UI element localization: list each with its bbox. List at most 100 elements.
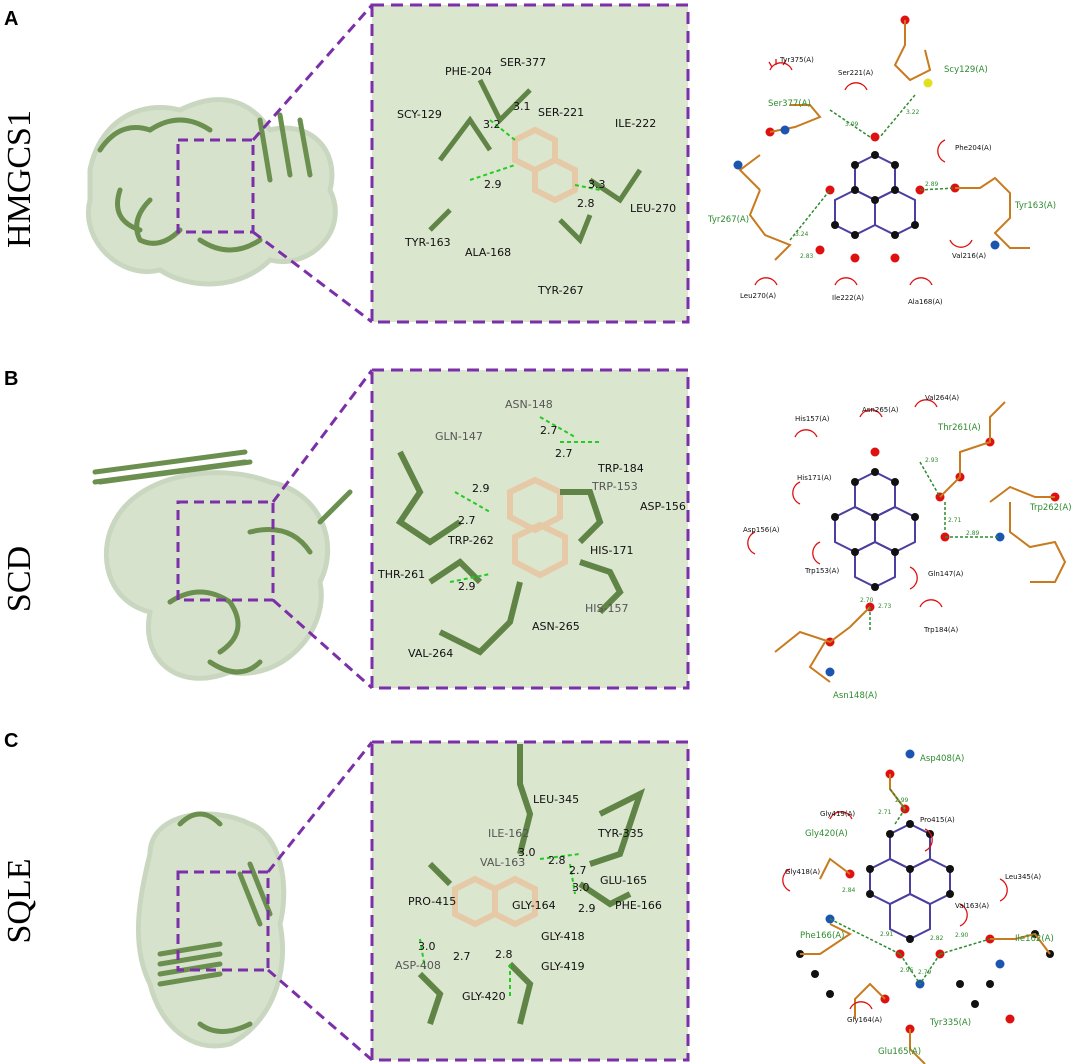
residue-label: TYR-267 (537, 284, 584, 297)
diagram-residue: Tyr375(A) (779, 56, 814, 64)
diagram-residue: Trp262(A) (1029, 503, 1072, 513)
diagram-residue: Gly420(A) (805, 829, 848, 839)
diagram-distance: 3.22 (906, 109, 920, 116)
diagram-distance: 2.91 (880, 931, 894, 938)
residue-label: VAL-264 (408, 647, 453, 660)
residue-label: TYR-335 (597, 827, 644, 840)
residue-label: TRP-184 (597, 462, 644, 475)
diagram-residue: Trp153(A) (804, 567, 839, 575)
diagram-distance: 2.82 (930, 935, 944, 942)
zoom-labels: PHE-204 SER-377 SCY-129 SER-221 ILE-222 … (397, 56, 676, 297)
diagram-residue: His171(A) (797, 474, 832, 482)
structure-overview (92, 368, 690, 690)
distance-label: 3.0 (518, 846, 536, 859)
residue-label: SER-221 (538, 106, 584, 119)
diagram-residue: Val163(A) (955, 902, 989, 910)
distance-label: 2.7 (540, 424, 558, 437)
distance-label: 2.7 (458, 514, 476, 527)
interaction-diagram: Asp408(A) Gly420(A) Phe166(A) Ile162(A) … (782, 749, 1054, 1064)
diagram-residue: Tyr335(A) (929, 1018, 971, 1028)
residue-label: ASN-265 (532, 620, 580, 633)
residue-label: ASP-408 (395, 959, 441, 972)
diagram-residue: Ile162(A) (1015, 934, 1054, 944)
diagram-distance: 2.73 (878, 603, 892, 610)
interaction-diagram: Scy129(A) Ser377(A) Tyr267(A) Tyr163(A) … (707, 15, 1056, 306)
diagram-distance: 3.24 (795, 231, 809, 238)
diagram-residue: Gly164(A) (847, 1016, 882, 1024)
structure-overview (86, 3, 690, 324)
residue-label: TRP-262 (447, 534, 494, 547)
diagram-distance: 2.83 (800, 253, 814, 260)
diagram-residue: Ala168(A) (908, 298, 943, 306)
residue-label: ALA-168 (465, 246, 511, 259)
residue-label: GLN-147 (435, 430, 483, 443)
distance-label: 2.9 (578, 902, 596, 915)
diagram-residue: Ser221(A) (838, 69, 874, 77)
diagram-residue: Asn148(A) (833, 691, 877, 701)
distance-label: 2.9 (458, 580, 476, 593)
diagram-residue: Pro415(A) (920, 816, 955, 824)
distance-label: 3.0 (418, 940, 436, 953)
zoom-box (176, 138, 255, 234)
distance-label: 2.9 (484, 178, 502, 191)
distance-label: 2.8 (495, 948, 513, 961)
interaction-diagram: Thr261(A) Trp262(A) Asn148(A) Val264(A) … (743, 394, 1072, 701)
diagram-distance: 2.93 (925, 457, 939, 464)
panel-b: B SCD ASN-148 (0, 362, 1072, 702)
residue-label: THR-261 (377, 568, 425, 581)
distance-label: 2.9 (472, 482, 490, 495)
distance-label: 3.3 (588, 178, 606, 191)
diagram-residue: Gln147(A) (928, 570, 964, 578)
zoom-box (176, 870, 270, 972)
residue-label: GLY-418 (541, 930, 585, 943)
diagram-distance: 2.89 (966, 530, 980, 537)
residue-label: GLY-164 (512, 899, 556, 912)
residue-label: HIS-171 (590, 544, 633, 557)
diagram-distance: 2.70 (860, 597, 874, 604)
residue-label: GLU-165 (600, 874, 647, 887)
distance-label: 3.2 (483, 118, 501, 131)
diagram-distance: 3.09 (845, 121, 859, 128)
diagram-residue: Asp156(A) (743, 526, 780, 534)
panel-letter: C (4, 730, 19, 752)
diagram-residue: His157(A) (795, 415, 830, 423)
diagram-residue: Scy129(A) (944, 65, 988, 75)
structure-overview (135, 740, 690, 1062)
panel-letter: A (4, 8, 19, 30)
diagram-distance: 2.90 (955, 932, 969, 939)
residue-label: ASN-148 (505, 398, 553, 411)
panel-letter: B (4, 368, 19, 390)
distance-label: 3.0 (572, 881, 590, 894)
diagram-residue: Glu165(A) (878, 1047, 921, 1057)
panel-c: C SQLE LEU-345 (0, 724, 1072, 1064)
diagram-distance: 2.84 (842, 887, 856, 894)
diagram-residue: Asn265(A) (862, 406, 899, 414)
distance-label: 2.8 (548, 854, 566, 867)
zoom-labels: LEU-345 TYR-335 ILE-162 VAL-163 GLU-165 … (395, 793, 662, 1003)
distance-label: 2.8 (577, 197, 595, 210)
residue-label: ASP-156 (640, 500, 686, 513)
zoom-box (176, 500, 275, 602)
diagram-distance: 2.89 (925, 181, 939, 188)
residue-label: GLY-419 (541, 960, 585, 973)
residue-label: SER-377 (500, 56, 546, 69)
distance-label: 2.7 (453, 950, 471, 963)
residue-label: PHE-166 (615, 899, 662, 912)
diagram-residue: Gly419(A) (820, 810, 855, 818)
panel-a: A HMGCS1 (0, 0, 1072, 340)
residue-label: VAL-163 (480, 856, 525, 869)
diagram-distance: 2.79 (918, 969, 932, 976)
residue-label: TYR-163 (404, 236, 451, 249)
diagram-residue: Tyr267(A) (707, 215, 749, 225)
diagram-residue: Ser377(A) (768, 99, 811, 109)
diagram-residue: Ile222(A) (832, 294, 864, 302)
diagram-residue: Phe204(A) (955, 144, 992, 152)
residue-label: PHE-204 (445, 65, 492, 78)
distance-label: 2.7 (569, 864, 587, 877)
residue-label: HIS-157 (585, 602, 628, 615)
residue-label: GLY-420 (462, 990, 506, 1003)
diagram-residue: Trp184(A) (923, 626, 958, 634)
diagram-residue: Asp408(A) (920, 754, 964, 764)
diagram-residue: Val216(A) (952, 252, 986, 260)
diagram-residue: Leu270(A) (740, 292, 776, 300)
